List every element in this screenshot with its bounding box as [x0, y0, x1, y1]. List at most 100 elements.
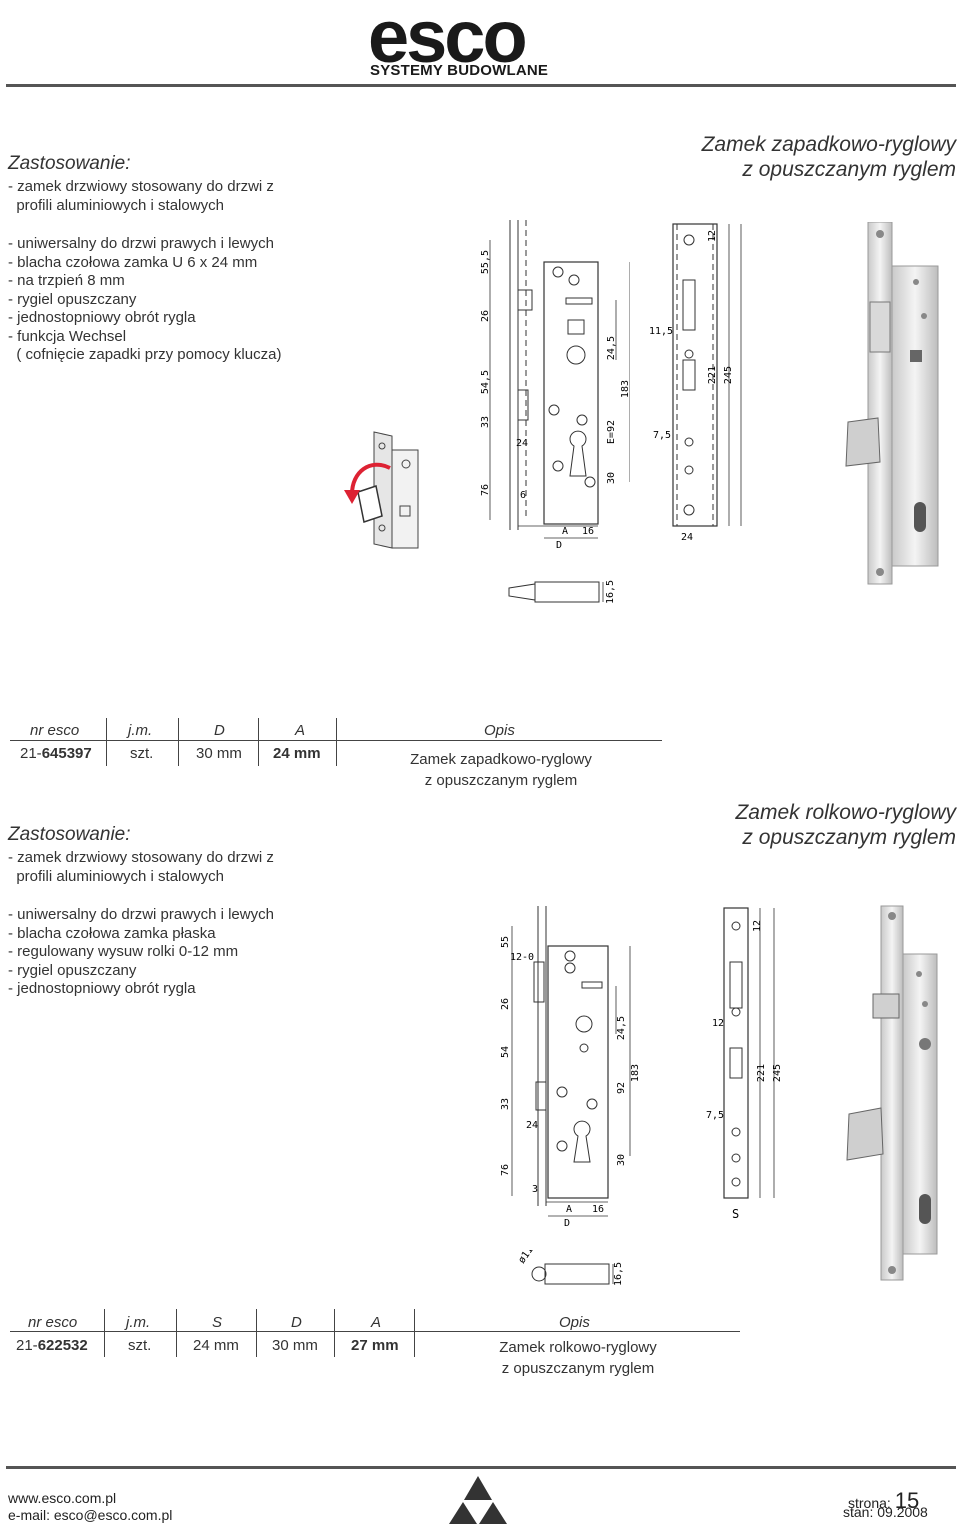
feature-item: - uniwersalny do drzwi prawych i lewych [8, 235, 274, 252]
feature-item: - jednostopniowy obrót rygla [8, 309, 196, 326]
spindle-drawing-1: 16,5 [508, 580, 616, 604]
dim-label: 30 [606, 472, 617, 484]
feature-item: - uniwersalny do drzwi prawych i lewych [8, 906, 274, 923]
dim-label: 33 [480, 416, 491, 428]
feature-item: - funkcja Wechsel [8, 327, 127, 345]
dim-label: 245 [772, 1064, 783, 1082]
product-title-1-line2: z opuszczanym ryglem [742, 158, 956, 181]
dim-label: 11,5 [649, 326, 673, 337]
table2-opis-line1: Zamek rolkowo-ryglowy [499, 1339, 657, 1356]
product-photo-2 [846, 905, 938, 1281]
table2-s: 24 mm [193, 1337, 239, 1354]
dim-label: D [564, 1218, 570, 1229]
dim-label: 92 [616, 1082, 627, 1094]
faceplate-drawing-1: 11,5 7,5 12 221 245 24 [649, 223, 742, 543]
dim-label: 183 [630, 1064, 641, 1082]
dim-label: 55 [500, 936, 511, 948]
brand-logo: esco [368, 0, 528, 78]
table1-header-opis: Opis [484, 722, 515, 739]
header-rule [6, 84, 956, 87]
table1-nr-bold: 645397 [41, 745, 92, 762]
dim-label: 76 [500, 1164, 511, 1176]
table1-header-a: A [295, 722, 306, 739]
table1-opis-line1: Zamek zapadkowo-ryglowy [410, 751, 592, 768]
table1-a: 24 mm [273, 745, 321, 762]
footer-rule [6, 1466, 956, 1469]
technical-drawing-2: 55 12-0 26 54 33 76 24 3 24,5 92 183 30 … [500, 906, 641, 1229]
table1-opis: Zamek zapadkowo-ryglowy z opuszczanym ry… [398, 749, 604, 791]
table1-nr: 21-645397 [20, 745, 92, 762]
product-photo-1 [845, 222, 939, 585]
table2-nr-bold: 622532 [37, 1337, 88, 1354]
dim-label: A [566, 1204, 572, 1215]
dim-label: 24 [681, 532, 693, 543]
usage-line-1b: profili aluminiowych i stalowych [8, 197, 224, 214]
dim-label: 7,5 [653, 430, 671, 441]
table2-nr: 21-622532 [16, 1337, 88, 1354]
dim-label: 12 [752, 920, 763, 932]
table1-jm: szt. [130, 745, 154, 762]
product-title-1: Zamek zapadkowo-ryglowy z opuszczanym ry… [702, 132, 956, 182]
feature-list-1: - uniwersalny do drzwi prawych i lewych … [8, 235, 281, 365]
table2-nr-prefix: 21- [16, 1337, 38, 1354]
table2-opis: Zamek rolkowo-ryglowy z opuszczanym rygl… [474, 1337, 682, 1379]
product-title-2-line1: Zamek rolkowo-ryglowy [735, 801, 956, 824]
product-title-1-line1: Zamek zapadkowo-ryglowy [701, 133, 956, 156]
product-title-2-line2: z opuszczanym ryglem [742, 826, 956, 849]
dim-label: 54 [500, 1046, 511, 1058]
table2-opis-line2: z opuszczanym ryglem [501, 1360, 655, 1377]
brand-tagline: SYSTEMY BUDOWLANE [370, 62, 549, 79]
usage-heading-1: Zastosowanie: [8, 153, 131, 174]
dim-label: 221 [756, 1064, 767, 1082]
dim-label: 245 [723, 366, 734, 384]
dim-label: 33 [500, 1098, 511, 1110]
feature-item: ( cofnięcie zapadki przy pomocy klucza) [8, 346, 282, 363]
usage-heading-2: Zastosowanie: [8, 824, 131, 845]
dim-label: A [562, 526, 568, 537]
table2-header-nr: nr esco [28, 1314, 78, 1331]
dim-label: 7,5 [706, 1110, 724, 1121]
feature-item: - na trzpień 8 mm [8, 272, 125, 289]
table1-header-jm: j.m. [128, 722, 153, 739]
feature-item: - regulowany wysuw rolki 0-12 mm [8, 943, 239, 960]
table2-jm: szt. [128, 1337, 152, 1354]
dim-label: 24,5 [616, 1016, 627, 1040]
brand-triangle-icon [449, 1476, 507, 1524]
table2-header-jm: j.m. [126, 1314, 151, 1331]
dim-label: 16 [592, 1204, 604, 1215]
dim-label: 24 [526, 1120, 538, 1131]
dim-label: 16,5 [613, 1262, 624, 1286]
dim-label: 55,5 [480, 250, 491, 274]
feature-item: - rygiel opuszczany [8, 290, 137, 308]
table2-header-opis: Opis [559, 1314, 590, 1331]
dim-label: 24 [516, 438, 528, 449]
dim-label: S [732, 1207, 739, 1221]
table2-header-a: A [371, 1314, 382, 1331]
footer-page-label: strona: [848, 1495, 891, 1511]
dim-label: 3 [532, 1184, 538, 1195]
product-title-2: Zamek rolkowo-ryglowy z opuszczanym rygl… [735, 800, 956, 850]
dim-label: 54,5 [480, 370, 491, 394]
dim-label: 12-0 [510, 952, 534, 963]
footer-website[interactable]: www.esco.com.pl [8, 1490, 117, 1506]
feature-item: - jednostopniowy obrót rygla [8, 980, 196, 997]
table2-a: 27 mm [351, 1337, 399, 1354]
usage-line-2b: profili aluminiowych i stalowych [8, 868, 224, 885]
faceplate-drawing-2: 12 12 221 245 7,5 S [706, 907, 783, 1221]
footer-email[interactable]: e-mail: esco@esco.com.pl [8, 1507, 173, 1523]
dim-label: 76 [480, 484, 491, 496]
table2-header-d: D [291, 1314, 302, 1331]
table2-d: 30 mm [272, 1337, 318, 1354]
dim-label: 12 [707, 230, 718, 242]
table1-header-nr: nr esco [30, 722, 80, 739]
dim-label: 16,5 [605, 580, 616, 604]
table1-d: 30 mm [196, 745, 242, 762]
dim-label: ø11 [516, 1250, 535, 1266]
feature-list-2: - uniwersalny do drzwi prawych i lewych … [8, 906, 274, 999]
dim-label: 26 [480, 310, 491, 322]
footer-page: strona: 15 [848, 1488, 919, 1514]
dim-label: 30 [616, 1154, 627, 1166]
feature-item: - blacha czołowa zamka U 6 x 24 mm [8, 253, 258, 271]
dim-label: 183 [620, 380, 630, 398]
feature-item: - rygiel opuszczany [8, 961, 137, 979]
